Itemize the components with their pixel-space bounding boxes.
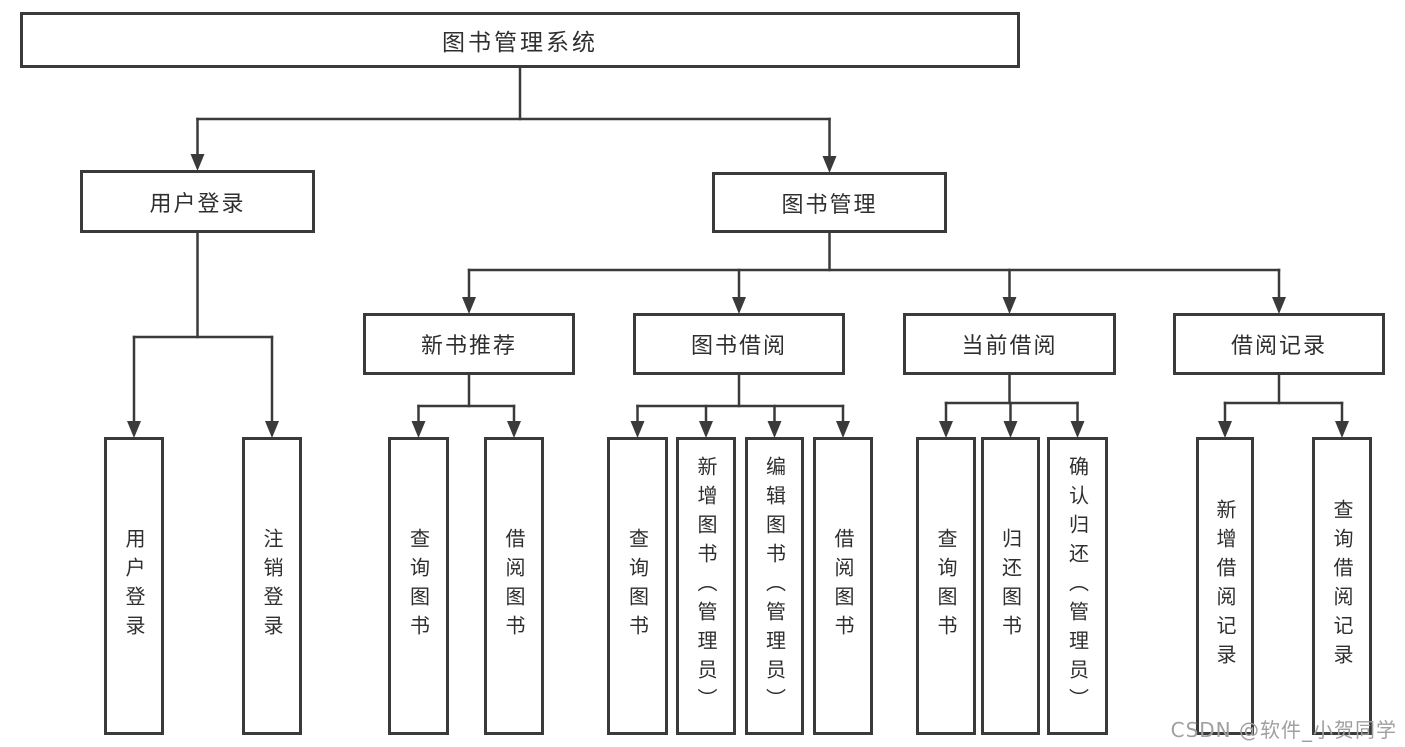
node-label-new-books: 新书推荐 xyxy=(420,334,517,359)
diagram-node-cb-query: 查询图书 xyxy=(916,437,976,735)
arrowhead-icon xyxy=(1272,297,1286,314)
arrowhead-icon xyxy=(732,297,746,314)
diagram-node-bb-add: 新增图书（管理员） xyxy=(676,437,736,735)
diagram-node-bb-query: 查询图书 xyxy=(607,437,668,735)
arrowhead-icon xyxy=(630,421,645,438)
arrowhead-icon xyxy=(1218,421,1232,438)
diagram-node-leaf-logout: 注销登录 xyxy=(242,437,302,735)
node-label-leaf-user-login: 用户登录 xyxy=(122,528,146,644)
node-label-bb-query: 查询图书 xyxy=(625,528,650,644)
arrowhead-icon xyxy=(822,156,837,173)
node-label-br-add: 新增借阅记录 xyxy=(1213,499,1237,673)
arrowhead-icon xyxy=(462,297,476,314)
node-label-book-borrow: 图书借阅 xyxy=(690,334,787,359)
csdn-watermark: CSDN @软件_小贺同学 xyxy=(1170,718,1397,742)
diagram-node-bb-borrow: 借阅图书 xyxy=(813,437,873,735)
diagram-node-book-borrow: 图书借阅 xyxy=(633,313,845,375)
diagram-node-cb-return: 归还图书 xyxy=(981,437,1040,735)
node-label-bb-edit: 编辑图书（管理员） xyxy=(762,455,787,717)
diagram-node-bb-edit: 编辑图书（管理员） xyxy=(745,437,804,735)
arrowhead-icon xyxy=(1070,421,1085,438)
arrowhead-icon xyxy=(1335,421,1349,438)
node-label-user-login: 用户登录 xyxy=(149,191,246,217)
diagram-node-current-borrow: 当前借阅 xyxy=(903,313,1116,375)
arrowhead-icon xyxy=(127,421,141,438)
arrowhead-icon xyxy=(507,421,521,438)
diagram-node-book-mgmt: 图书管理 xyxy=(712,172,947,233)
diagram-node-borrow-records: 借阅记录 xyxy=(1173,313,1385,375)
node-label-bb-borrow: 借阅图书 xyxy=(831,528,855,644)
arrowhead-icon xyxy=(699,421,713,438)
node-label-root: 图书管理系统 xyxy=(442,30,598,56)
diagram-node-nb-borrow: 借阅图书 xyxy=(484,437,544,735)
node-label-current-borrow: 当前借阅 xyxy=(961,334,1058,359)
arrowhead-icon xyxy=(1002,297,1017,314)
diagram-node-root: 图书管理系统 xyxy=(20,12,1020,68)
node-label-leaf-logout: 注销登录 xyxy=(260,528,284,644)
diagram-node-user-login: 用户登录 xyxy=(80,170,315,233)
arrowhead-icon xyxy=(411,421,426,438)
arrowhead-icon xyxy=(1003,421,1018,438)
node-label-borrow-records: 借阅记录 xyxy=(1230,334,1327,359)
arrowhead-icon xyxy=(767,421,782,438)
node-label-br-query: 查询借阅记录 xyxy=(1330,499,1354,673)
diagram-node-new-books: 新书推荐 xyxy=(363,313,575,375)
node-label-book-mgmt: 图书管理 xyxy=(781,192,878,218)
diagram-node-leaf-user-login: 用户登录 xyxy=(104,437,164,735)
arrowhead-icon xyxy=(190,154,205,171)
diagram-node-nb-query: 查询图书 xyxy=(388,437,449,735)
node-label-nb-query: 查询图书 xyxy=(406,528,431,644)
node-label-cb-query: 查询图书 xyxy=(934,528,958,644)
arrowhead-icon xyxy=(836,421,850,438)
node-label-bb-add: 新增图书（管理员） xyxy=(694,455,718,717)
arrowhead-icon xyxy=(939,421,953,438)
node-label-nb-borrow: 借阅图书 xyxy=(502,528,526,644)
diagram-node-br-add: 新增借阅记录 xyxy=(1196,437,1254,735)
diagram-node-br-query: 查询借阅记录 xyxy=(1312,437,1372,735)
node-label-cb-confirm: 确认归还（管理员） xyxy=(1065,455,1090,717)
node-label-cb-return: 归还图书 xyxy=(998,528,1023,644)
arrowhead-icon xyxy=(265,421,279,438)
diagram-node-cb-confirm: 确认归还（管理员） xyxy=(1047,437,1108,735)
